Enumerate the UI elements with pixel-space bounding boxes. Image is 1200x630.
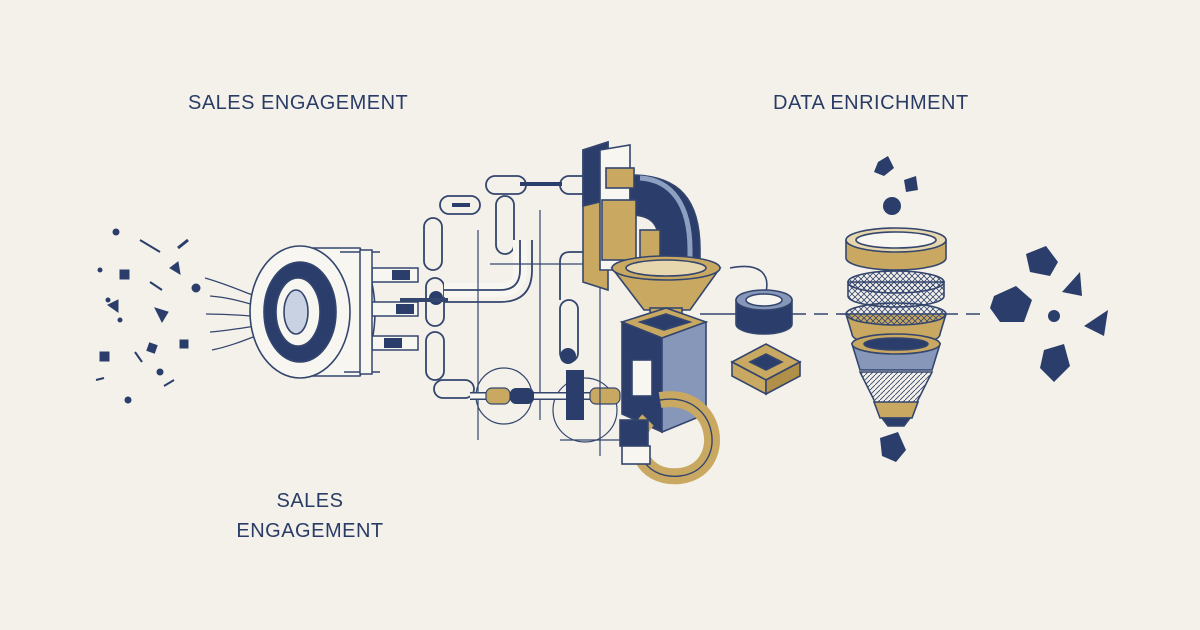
particle-rock — [880, 432, 906, 462]
processing-block — [619, 307, 720, 485]
particle-rock — [883, 197, 901, 215]
output-gem — [1040, 344, 1070, 382]
data-enrichment-title: DATA ENRICHMENT — [773, 92, 969, 114]
sensor-ring — [700, 265, 840, 335]
sales-engagement-caption-line2: ENGAGEMENT — [236, 520, 384, 542]
particle-dash — [139, 239, 161, 253]
particle-triangle — [154, 307, 169, 324]
particle-triangle — [107, 299, 119, 313]
sales-engagement-title: SALES ENGAGEMENT — [188, 92, 409, 114]
particle-dot — [97, 267, 103, 273]
input-particles — [95, 228, 201, 404]
particle-dash — [95, 377, 105, 381]
particle-dash — [149, 281, 163, 291]
connector-rails — [359, 249, 419, 375]
output-gem — [990, 286, 1032, 322]
particle-dot — [105, 297, 111, 303]
particle-dot — [156, 368, 164, 376]
intake-cylinder — [249, 245, 380, 379]
sorting-tray — [730, 343, 802, 396]
enriched-output-gems — [990, 246, 1108, 382]
output-gem — [1026, 246, 1058, 276]
particle-dot — [117, 317, 123, 323]
collection-funnel — [610, 255, 722, 321]
output-gem — [1084, 310, 1108, 336]
enrichment-filter-stack — [840, 227, 980, 427]
particle-square — [179, 339, 189, 349]
sales-engagement-caption: SALES ENGAGEMENT — [230, 486, 390, 546]
chain-links — [400, 175, 640, 456]
raw-data-particles — [874, 156, 918, 462]
particle-rock — [904, 176, 918, 192]
output-gem — [1062, 272, 1082, 296]
particle-square — [99, 351, 110, 362]
particle-dot — [112, 228, 120, 236]
particle-dash — [134, 351, 143, 363]
sales-engagement-caption-line1: SALES — [276, 490, 344, 512]
particle-dot — [124, 396, 132, 404]
particle-rock — [874, 156, 894, 176]
particle-dash — [163, 379, 175, 387]
output-gem — [1048, 310, 1060, 322]
particle-triangle — [169, 261, 181, 275]
elbow-pipe — [582, 140, 701, 292]
particle-dot — [191, 283, 201, 293]
particle-square — [119, 269, 130, 280]
particle-square — [146, 342, 158, 354]
particle-dash — [177, 238, 189, 250]
